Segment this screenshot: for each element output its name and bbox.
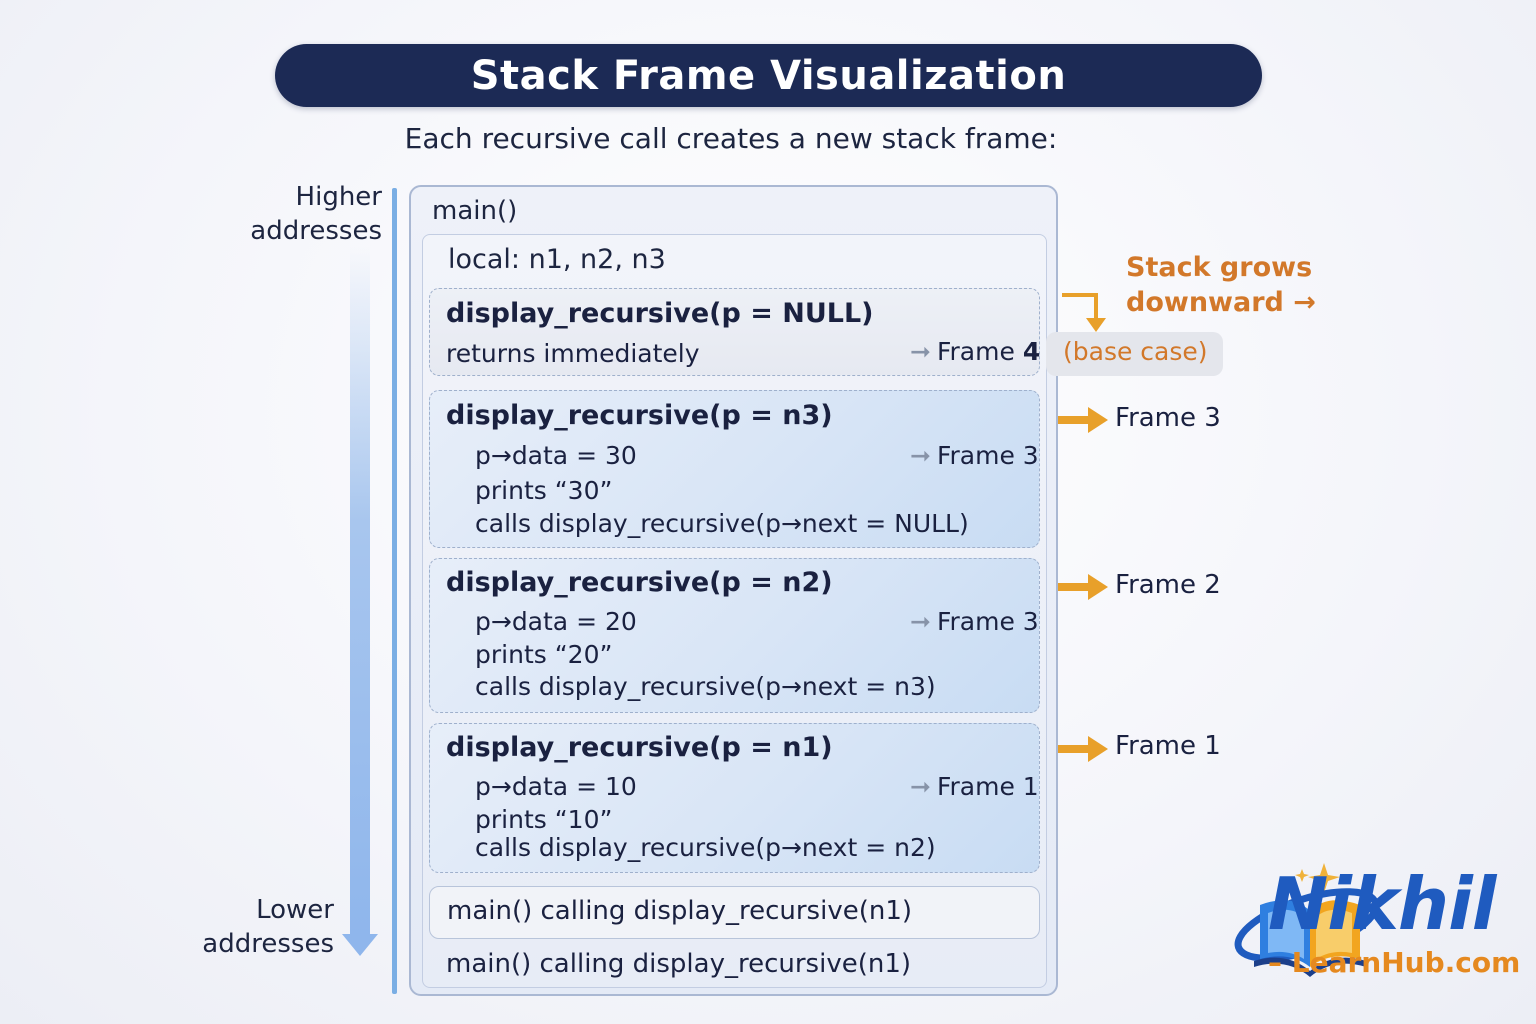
frame-tag: ➞Frame 3 <box>910 607 1039 636</box>
frame-line: prints “20” <box>475 640 613 669</box>
frame-line: calls display_recursive(p→next = n2) <box>475 833 936 862</box>
main-call-box: main() calling display_recursive(n1) <box>429 886 1040 939</box>
arrow-right-icon: ➞ <box>910 772 931 801</box>
main-frame-label: main() <box>432 196 518 226</box>
arrow-right-icon: ➞ <box>910 337 931 366</box>
higher-addresses-label: Higher addresses <box>200 180 382 248</box>
frame-tag: ➞Frame 1 <box>910 772 1039 801</box>
down-bend-arrow-icon <box>1062 293 1106 332</box>
stack-frame-base-case: display_recursive(p = NULL) returns imme… <box>429 288 1040 376</box>
higher-line-1: Higher <box>295 182 382 212</box>
stack-grows-line-2: downward → <box>1126 287 1316 318</box>
frame-tag-text: Frame <box>936 337 1015 366</box>
title-banner: Stack Frame Visualization <box>275 44 1262 107</box>
frame-line: calls display_recursive(p→next = n3) <box>475 672 936 701</box>
frame-line: prints “10” <box>475 805 613 834</box>
frame-tag-text: Frame 3 <box>936 607 1039 636</box>
frame-tag: ➞Frame 4 <box>910 337 1040 366</box>
frame-line: p→data = 20 <box>475 607 637 636</box>
stack-boundary-line <box>392 188 397 994</box>
lower-line-2: addresses <box>202 929 334 959</box>
stack-grows-note: Stack grows downward → <box>1126 250 1316 320</box>
main-call-text: main() calling display_recursive(n1) <box>447 896 913 926</box>
frame-header: display_recursive(p = n3) <box>446 400 833 431</box>
stack-frame-n2: display_recursive(p = n2) p→data = 20 pr… <box>429 558 1040 713</box>
arrow-right-icon <box>1058 407 1108 433</box>
frame-line: p→data = 30 <box>475 441 637 470</box>
higher-line-2: addresses <box>250 216 382 246</box>
lower-line-1: Lower <box>256 895 334 925</box>
base-case-pill <box>1046 332 1223 376</box>
logo-name: Nikhil <box>1268 862 1496 946</box>
bottom-main-call-text: main() calling display_recursive(n1) <box>446 949 912 979</box>
arrow-right-icon: ➞ <box>910 607 931 636</box>
stack-frame-n1: display_recursive(p = n1) p→data = 10 pr… <box>429 723 1040 873</box>
lower-addresses-label: Lower addresses <box>160 893 334 961</box>
logo-subtitle: – LearnHub.com <box>1268 946 1521 979</box>
arrow-right-icon: ➞ <box>910 441 931 470</box>
side-label-frame-2: Frame 2 <box>1115 570 1221 600</box>
locals-label: local: n1, n2, n3 <box>448 244 666 275</box>
arrow-right-icon <box>1058 574 1108 600</box>
base-case-note: (base case) <box>1063 337 1208 366</box>
page-title: Stack Frame Visualization <box>470 52 1067 99</box>
frame-tag: ➞Frame 3 <box>910 441 1039 470</box>
stack-frame-n3: display_recursive(p = n3) p→data = 30 pr… <box>429 390 1040 548</box>
frame-tag-number: 4 <box>1022 337 1041 366</box>
frame-header: display_recursive(p = n2) <box>446 567 833 598</box>
frame-header: display_recursive(p = n1) <box>446 732 833 763</box>
frame-line: p→data = 10 <box>475 772 637 801</box>
arrow-right-icon <box>1058 736 1108 762</box>
frame-line: calls display_recursive(p→next = NULL) <box>475 509 969 538</box>
address-arrow-shaft <box>350 246 370 936</box>
frame-tag-text: Frame 1 <box>936 772 1039 801</box>
side-label-frame-3: Frame 3 <box>1115 403 1221 433</box>
side-label-frame-1: Frame 1 <box>1115 731 1221 761</box>
book-logo-icon <box>1234 863 1380 977</box>
frame-tag-text: Frame 3 <box>936 441 1039 470</box>
address-arrow-down-icon <box>342 934 378 956</box>
stack-grows-line-1: Stack grows <box>1126 252 1313 283</box>
subtitle: Each recursive call creates a new stack … <box>404 122 1058 155</box>
frame-line: returns immediately <box>446 339 700 368</box>
frame-header: display_recursive(p = NULL) <box>446 298 874 329</box>
frame-line: prints “30” <box>475 476 613 505</box>
